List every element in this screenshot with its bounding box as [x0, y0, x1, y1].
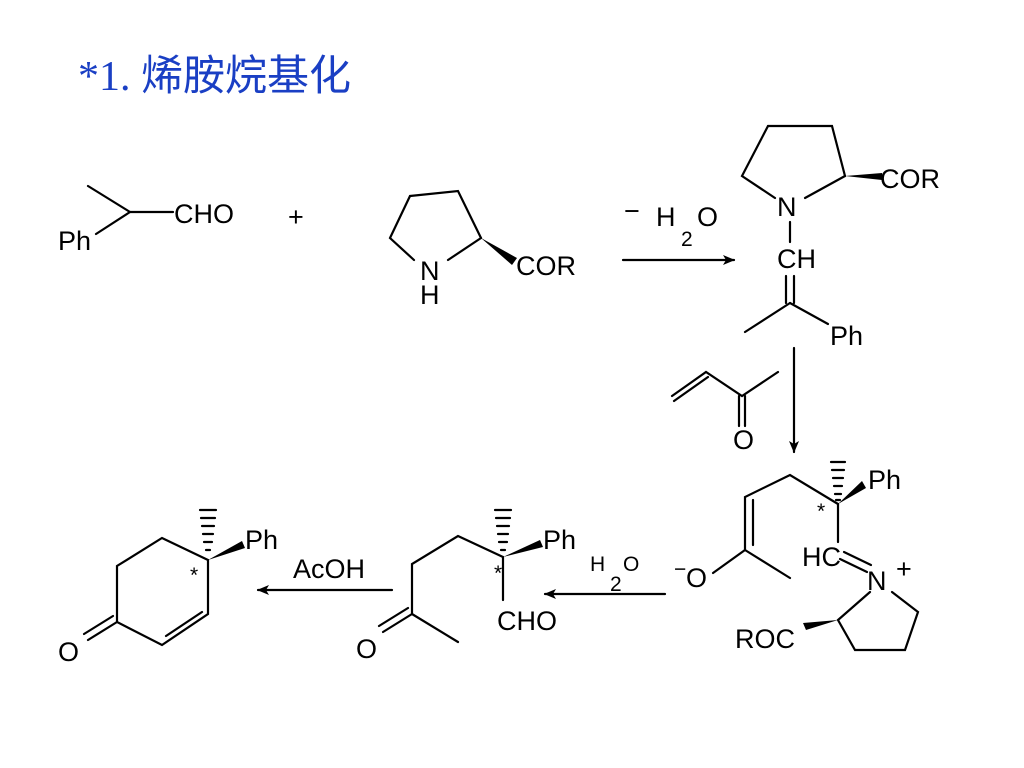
- product-phenyl-label: Ph: [245, 525, 278, 555]
- product-oxygen-label: O: [58, 637, 79, 667]
- keto-aldehyde-stereocenter: *: [494, 562, 502, 585]
- slide-title: *1. 烯胺烷基化: [78, 54, 352, 100]
- hydrolysis-arrow: H 2 O: [543, 553, 667, 599]
- hydrolysis-h-label: H: [590, 553, 605, 576]
- water-h-label: H: [656, 202, 676, 232]
- minus-sign: −: [624, 196, 640, 226]
- product-stereocenter: *: [190, 564, 198, 587]
- cyclohexenone-product: Ph * O: [58, 508, 278, 667]
- enolate-oxygen-label: O: [686, 563, 707, 593]
- enamine-cor-label: COR: [880, 164, 940, 194]
- iminium-nitrogen-label: N: [867, 566, 887, 596]
- iminium-intermediate: Ph * − O HC N + ROC: [674, 460, 920, 654]
- phenyl-label: Ph: [58, 226, 91, 256]
- enamine-phenyl-label: Ph: [830, 321, 863, 351]
- dehydration-arrow: − H 2 O: [621, 196, 736, 265]
- keto-aldehyde-phenyl-label: Ph: [543, 525, 576, 555]
- acid-catalyst-label: AcOH: [293, 554, 365, 584]
- water-subscript: 2: [681, 228, 693, 251]
- methine-label: CH: [777, 244, 816, 274]
- intermediate-roc-label: ROC: [735, 624, 795, 654]
- enamine-structure: N COR CH Ph: [740, 124, 940, 351]
- water-o-label: O: [697, 202, 718, 232]
- intermediate-hc-label: HC: [802, 542, 841, 572]
- plus-sign: +: [288, 202, 304, 232]
- proline-derivative-structure: N H COR: [388, 189, 576, 310]
- hydrolysis-subscript: 2: [610, 573, 622, 596]
- mvk-oxygen-label: O: [733, 425, 754, 455]
- intermediate-phenyl-label: Ph: [868, 465, 901, 495]
- keto-aldehyde-structure: Ph * O CHO: [356, 508, 576, 664]
- enamine-nitrogen-label: N: [777, 192, 797, 222]
- aldehyde-label: CHO: [174, 199, 234, 229]
- carbonyl-r-label: COR: [516, 251, 576, 281]
- enolate-minus: −: [674, 558, 686, 581]
- stereocenter-marker: *: [817, 500, 825, 523]
- cyclization-arrow: AcOH: [256, 554, 394, 595]
- amine-hydrogen-label: H: [420, 280, 440, 310]
- keto-aldehyde-cho-label: CHO: [497, 606, 557, 636]
- hydrolysis-o-label: O: [623, 553, 639, 576]
- positive-charge: +: [896, 554, 912, 584]
- michael-addition-arrow: O: [670, 346, 799, 455]
- keto-oxygen-label: O: [356, 634, 377, 664]
- nitrogen-label: N: [420, 256, 440, 286]
- phenylpropanal-structure: CHO Ph: [58, 184, 234, 256]
